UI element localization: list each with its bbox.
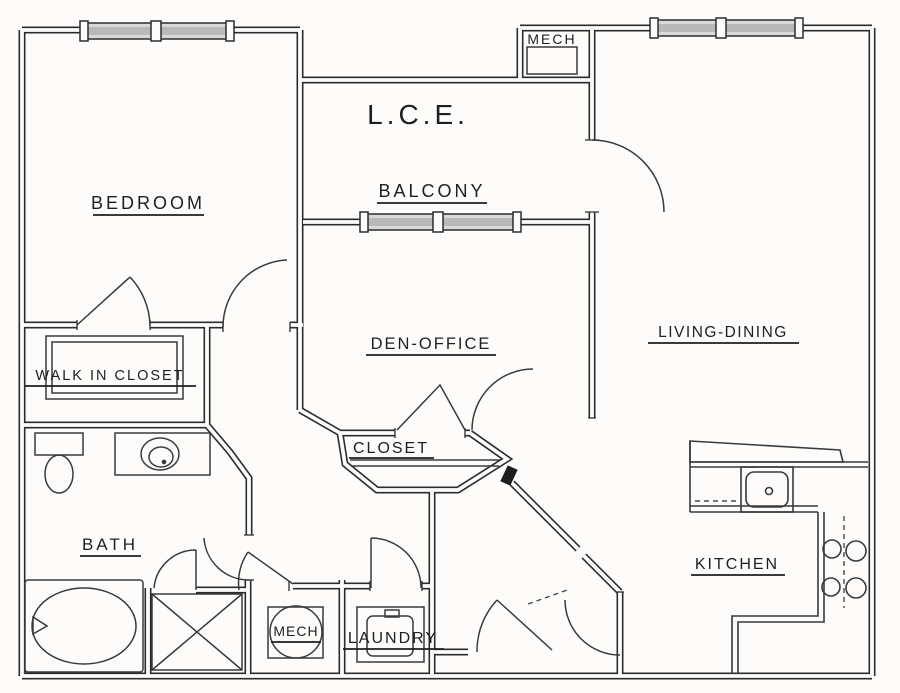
fixtures bbox=[24, 46, 578, 673]
room-label-bedroom: BEDROOM bbox=[91, 193, 205, 213]
room-label-balcony: BALCONY bbox=[378, 181, 485, 201]
balcony-door bbox=[591, 139, 665, 213]
shower-icon bbox=[151, 593, 243, 671]
bedroom-door bbox=[222, 259, 288, 328]
upper-cabinet-icon bbox=[689, 440, 845, 463]
room-label-kitchen: KITCHEN bbox=[695, 556, 779, 573]
walk-in-closet-shelf-icon bbox=[45, 335, 184, 400]
den-office-door bbox=[471, 368, 534, 431]
water-heater-icon bbox=[267, 605, 324, 659]
entry-door bbox=[476, 599, 553, 653]
room-label-bath: BATH bbox=[82, 535, 138, 554]
cased-opening-dashes bbox=[527, 588, 571, 605]
shower-door bbox=[153, 549, 197, 590]
walk-in-closet-door bbox=[76, 276, 151, 326]
door-swings bbox=[76, 139, 665, 656]
vanity-sink-icon bbox=[114, 432, 211, 476]
room-label-den-office: DEN-OFFICE bbox=[371, 335, 492, 353]
washer-icon bbox=[356, 606, 425, 663]
room-label-lce: L.C.E. bbox=[367, 99, 469, 130]
entry-door-panel bbox=[500, 465, 518, 486]
room-label-laundry: LAUNDRY bbox=[348, 630, 438, 647]
room-label-mech-upper: MECH bbox=[527, 31, 576, 47]
room-label-living-dining: LIVING-DINING bbox=[658, 324, 788, 341]
laundry-door bbox=[370, 537, 422, 589]
bedroom-window bbox=[79, 20, 235, 42]
room-label-closet: CLOSET bbox=[353, 440, 429, 457]
kitchen-hall-door bbox=[564, 599, 621, 656]
balcony-window bbox=[359, 211, 522, 233]
range-burners-icon bbox=[821, 539, 867, 599]
mech-closet-door bbox=[237, 551, 294, 591]
toilet-icon bbox=[34, 432, 84, 494]
kitchen-sink-icon bbox=[740, 466, 794, 513]
bath-door bbox=[203, 537, 250, 581]
room-label-walk-in-closet: WALK IN CLOSET bbox=[35, 368, 184, 384]
closet-bifold-door bbox=[396, 383, 466, 431]
room-label-mech-lower: MECH bbox=[273, 623, 318, 639]
kitchen-counters bbox=[689, 440, 868, 674]
bathtub-icon bbox=[24, 579, 144, 673]
living-dining-window bbox=[649, 17, 804, 39]
mech-equipment-icon bbox=[526, 46, 578, 75]
room-labels: BEDROOM L.C.E. BALCONY MECH LIVING-DININ… bbox=[25, 31, 799, 650]
closet-shelf-icon bbox=[350, 459, 500, 467]
